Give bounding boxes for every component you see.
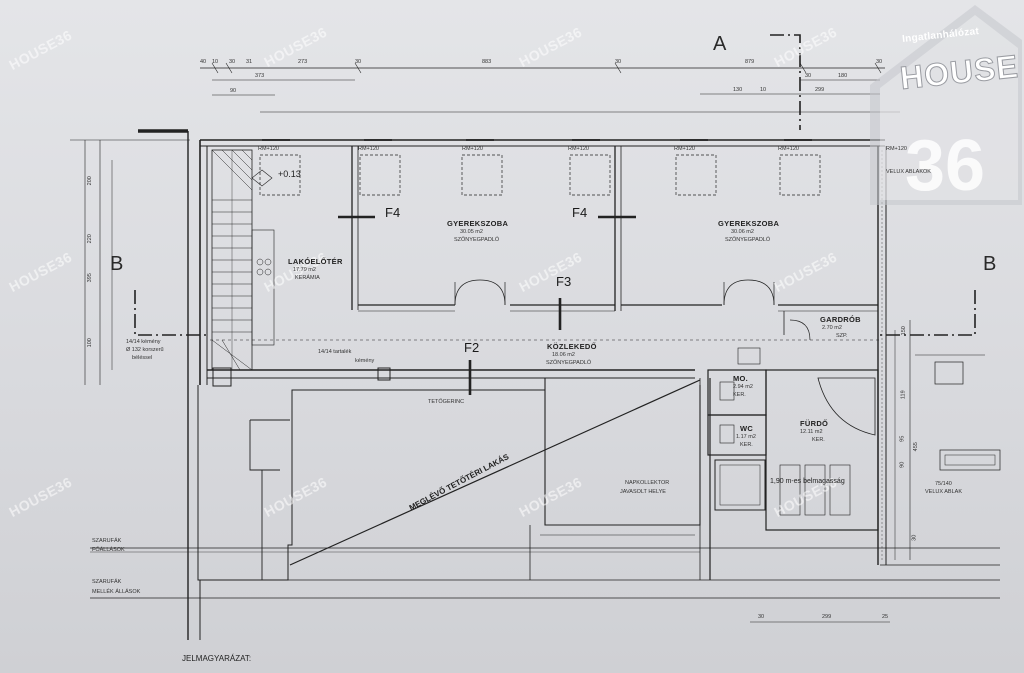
house36-logo: 36	[870, 5, 1022, 206]
dimension: 100	[86, 338, 93, 348]
dimension: 180	[838, 73, 848, 79]
fire-mark-f3: F3	[556, 274, 572, 289]
window-label: RM+120	[358, 146, 379, 152]
window-label: RM+120	[462, 146, 483, 152]
section-b-right-label: B	[983, 253, 997, 275]
velux-label: VELUX ABLAKOK	[886, 169, 931, 175]
fire-mark-f4: F4	[385, 205, 401, 220]
dimension: 30	[911, 534, 918, 541]
dimension: 90	[230, 88, 237, 94]
chimney-label: 14/14 tartalék	[318, 349, 352, 355]
room-gyerekszoba-area: 30.06 m2	[731, 229, 754, 235]
window-label: RM+120	[886, 146, 907, 152]
dimension: 299	[815, 87, 825, 93]
room-lakoeloter-name: LAKÓELŐTÉR	[288, 257, 343, 266]
room-lakoeloter-floor: KERÁMIA	[295, 275, 320, 281]
dimension: 200	[86, 176, 93, 186]
dimension: 30	[758, 614, 765, 620]
dimension: 95	[899, 435, 906, 442]
window-label: RM+120	[674, 146, 695, 152]
room-mo-name: MO.	[733, 374, 749, 383]
room-furdo-area: 12.11 m2	[800, 429, 823, 435]
room-gardrob-name: GARDRÓB	[820, 315, 861, 324]
chimney-label: 14/14 kémény	[126, 339, 161, 345]
room-mo-area: 2.94 m2	[733, 384, 753, 390]
velux-label: 75/140	[935, 481, 952, 487]
room-wc-area: 1.17 m2	[736, 434, 756, 440]
dimension: 220	[86, 234, 93, 244]
rafter-label: MELLÉK ÁLLÁSOK	[92, 589, 141, 595]
height-label: 1,90 m-es belmagasság	[770, 478, 845, 485]
room-gardrob-area: 2.70 m2	[822, 325, 842, 331]
room-gardrob-floor: SZP.	[836, 333, 848, 339]
dimension: 30	[229, 59, 236, 65]
dimension: 373	[255, 73, 265, 79]
room-kozlekedo-floor: SZŐNYEGPADLÓ	[546, 360, 592, 366]
section-a-label: A	[713, 33, 727, 55]
dimension: 273	[298, 59, 308, 65]
dimension: 150	[900, 326, 907, 336]
dimension: 40	[200, 59, 207, 65]
dimension: 30	[355, 59, 362, 65]
dimension: 883	[482, 59, 492, 65]
dimension: 455	[912, 442, 919, 452]
room-wc-floor: KER.	[740, 442, 753, 448]
rafter-label: FŐÁLLÁSOK	[92, 547, 125, 553]
dimension: 25	[882, 614, 889, 620]
velux-label: VELUX ABLAK	[925, 489, 962, 495]
room-gyerekszoba-floor: SZŐNYEGPADLÓ	[454, 237, 500, 243]
room-kozlekedo-name: KÖZLEKEDŐ	[547, 342, 597, 351]
chimney-label: kémény	[355, 358, 375, 364]
dimension: 119	[900, 390, 907, 400]
elevation-label: +0.13	[278, 169, 301, 179]
room-kozlekedo-area: 18.06 m2	[552, 352, 575, 358]
chimney-label: béléssel	[132, 355, 153, 361]
dimension: 130	[733, 87, 743, 93]
logo-number: 36	[905, 126, 985, 206]
section-b-left-label: B	[110, 253, 124, 275]
dimension: 31	[246, 59, 253, 65]
window-label: RM+120	[568, 146, 589, 152]
dimension: 879	[745, 59, 755, 65]
fire-mark-f4: F4	[572, 205, 588, 220]
legend-title: JELMAGYARÁZAT:	[182, 654, 252, 663]
room-gyerekszoba-name: GYEREKSZOBA	[718, 219, 780, 228]
room-mo-floor: KER.	[733, 392, 746, 398]
room-wc-name: WC	[740, 424, 754, 433]
dimension: 10	[212, 59, 219, 65]
window-label: RM+120	[778, 146, 799, 152]
fire-mark-f2: F2	[464, 340, 480, 355]
collector-label: NAPKOLLEKTOR	[625, 480, 670, 486]
chimney-label: Ø 132 korszerű	[126, 347, 164, 353]
rafter-label: SZARUFÁK	[92, 579, 122, 585]
room-gyerekszoba-floor: SZŐNYEGPADLÓ	[725, 237, 771, 243]
dimension: 395	[86, 273, 93, 283]
room-gyerekszoba-name: GYEREKSZOBA	[447, 219, 509, 228]
dimension: 10	[760, 87, 767, 93]
dimension: 90	[899, 461, 906, 468]
dimension: 30	[805, 73, 812, 79]
dimension: 30	[876, 59, 883, 65]
room-lakoeloter-area: 17.79 m2	[293, 267, 316, 273]
room-furdo-name: FÜRDŐ	[800, 419, 829, 428]
room-gyerekszoba-area: 30.05 m2	[460, 229, 483, 235]
rafter-label: SZARUFÁK	[92, 538, 122, 544]
window-label: RM+120	[258, 146, 279, 152]
room-furdo-floor: KER.	[812, 437, 825, 443]
dimension: 299	[822, 614, 832, 620]
dimension: 30	[615, 59, 622, 65]
collector-label: JAVASOLT HELYE	[620, 489, 666, 495]
ridge-label: TETŐGERINC	[428, 399, 465, 405]
